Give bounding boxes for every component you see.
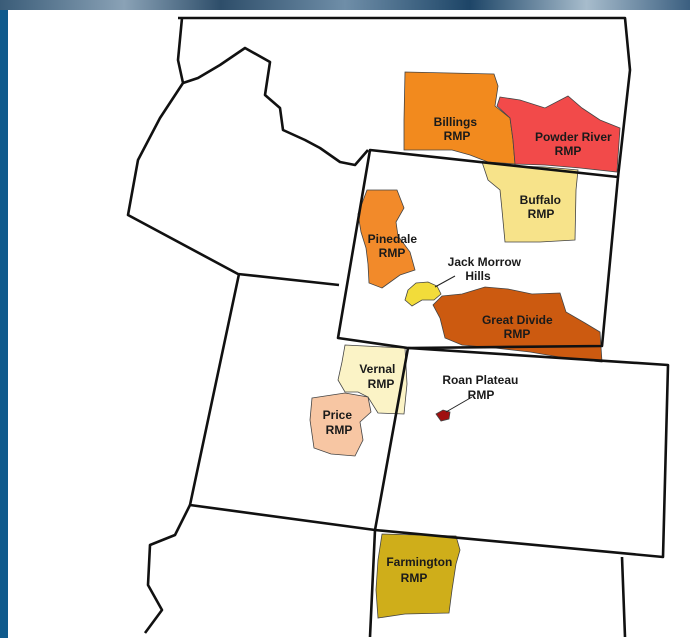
pinedale-rmp-area — [357, 189, 416, 289]
rmp-map: Billings RMP Powder River RMP Buffalo RM… — [126, 16, 670, 638]
utah-border — [188, 273, 410, 532]
pinedale-label: Pinedale RMP — [368, 232, 421, 260]
wyoming-border — [336, 148, 620, 350]
idaho-border — [126, 17, 369, 287]
jack-morrow-hills-label: Jack Morrow Hills — [448, 255, 525, 283]
farmington-rmp-area — [375, 533, 461, 619]
roan-plateau-leader-line — [445, 396, 473, 413]
four-corners-border — [143, 504, 627, 638]
jack-morrow-leader-line — [434, 275, 456, 288]
billings-label: Billings RMP — [434, 115, 481, 143]
buffalo-rmp-area — [481, 161, 579, 243]
jack-morrow-hills-area — [404, 281, 442, 307]
farmington-label: Farmington RMP — [386, 555, 455, 585]
colorado-border — [374, 346, 670, 559]
great-divide-label: Great Divide RMP — [482, 313, 556, 341]
billings-rmp-area — [403, 71, 516, 165]
roan-plateau-label: Roan Plateau RMP — [442, 373, 521, 402]
price-label: Price RMP — [323, 408, 356, 437]
powder-river-rmp-area — [496, 95, 621, 173]
vernal-label: Vernal RMP — [359, 362, 398, 391]
map-panel: Billings RMP Powder River RMP Buffalo RM… — [8, 10, 690, 638]
buffalo-label: Buffalo RMP — [520, 193, 565, 221]
header-photo-strip — [0, 0, 690, 10]
price-rmp-area — [309, 392, 372, 457]
powder-river-label: Powder River RMP — [535, 130, 615, 158]
montana-border — [178, 16, 632, 178]
roan-plateau-rmp-area — [435, 409, 451, 422]
